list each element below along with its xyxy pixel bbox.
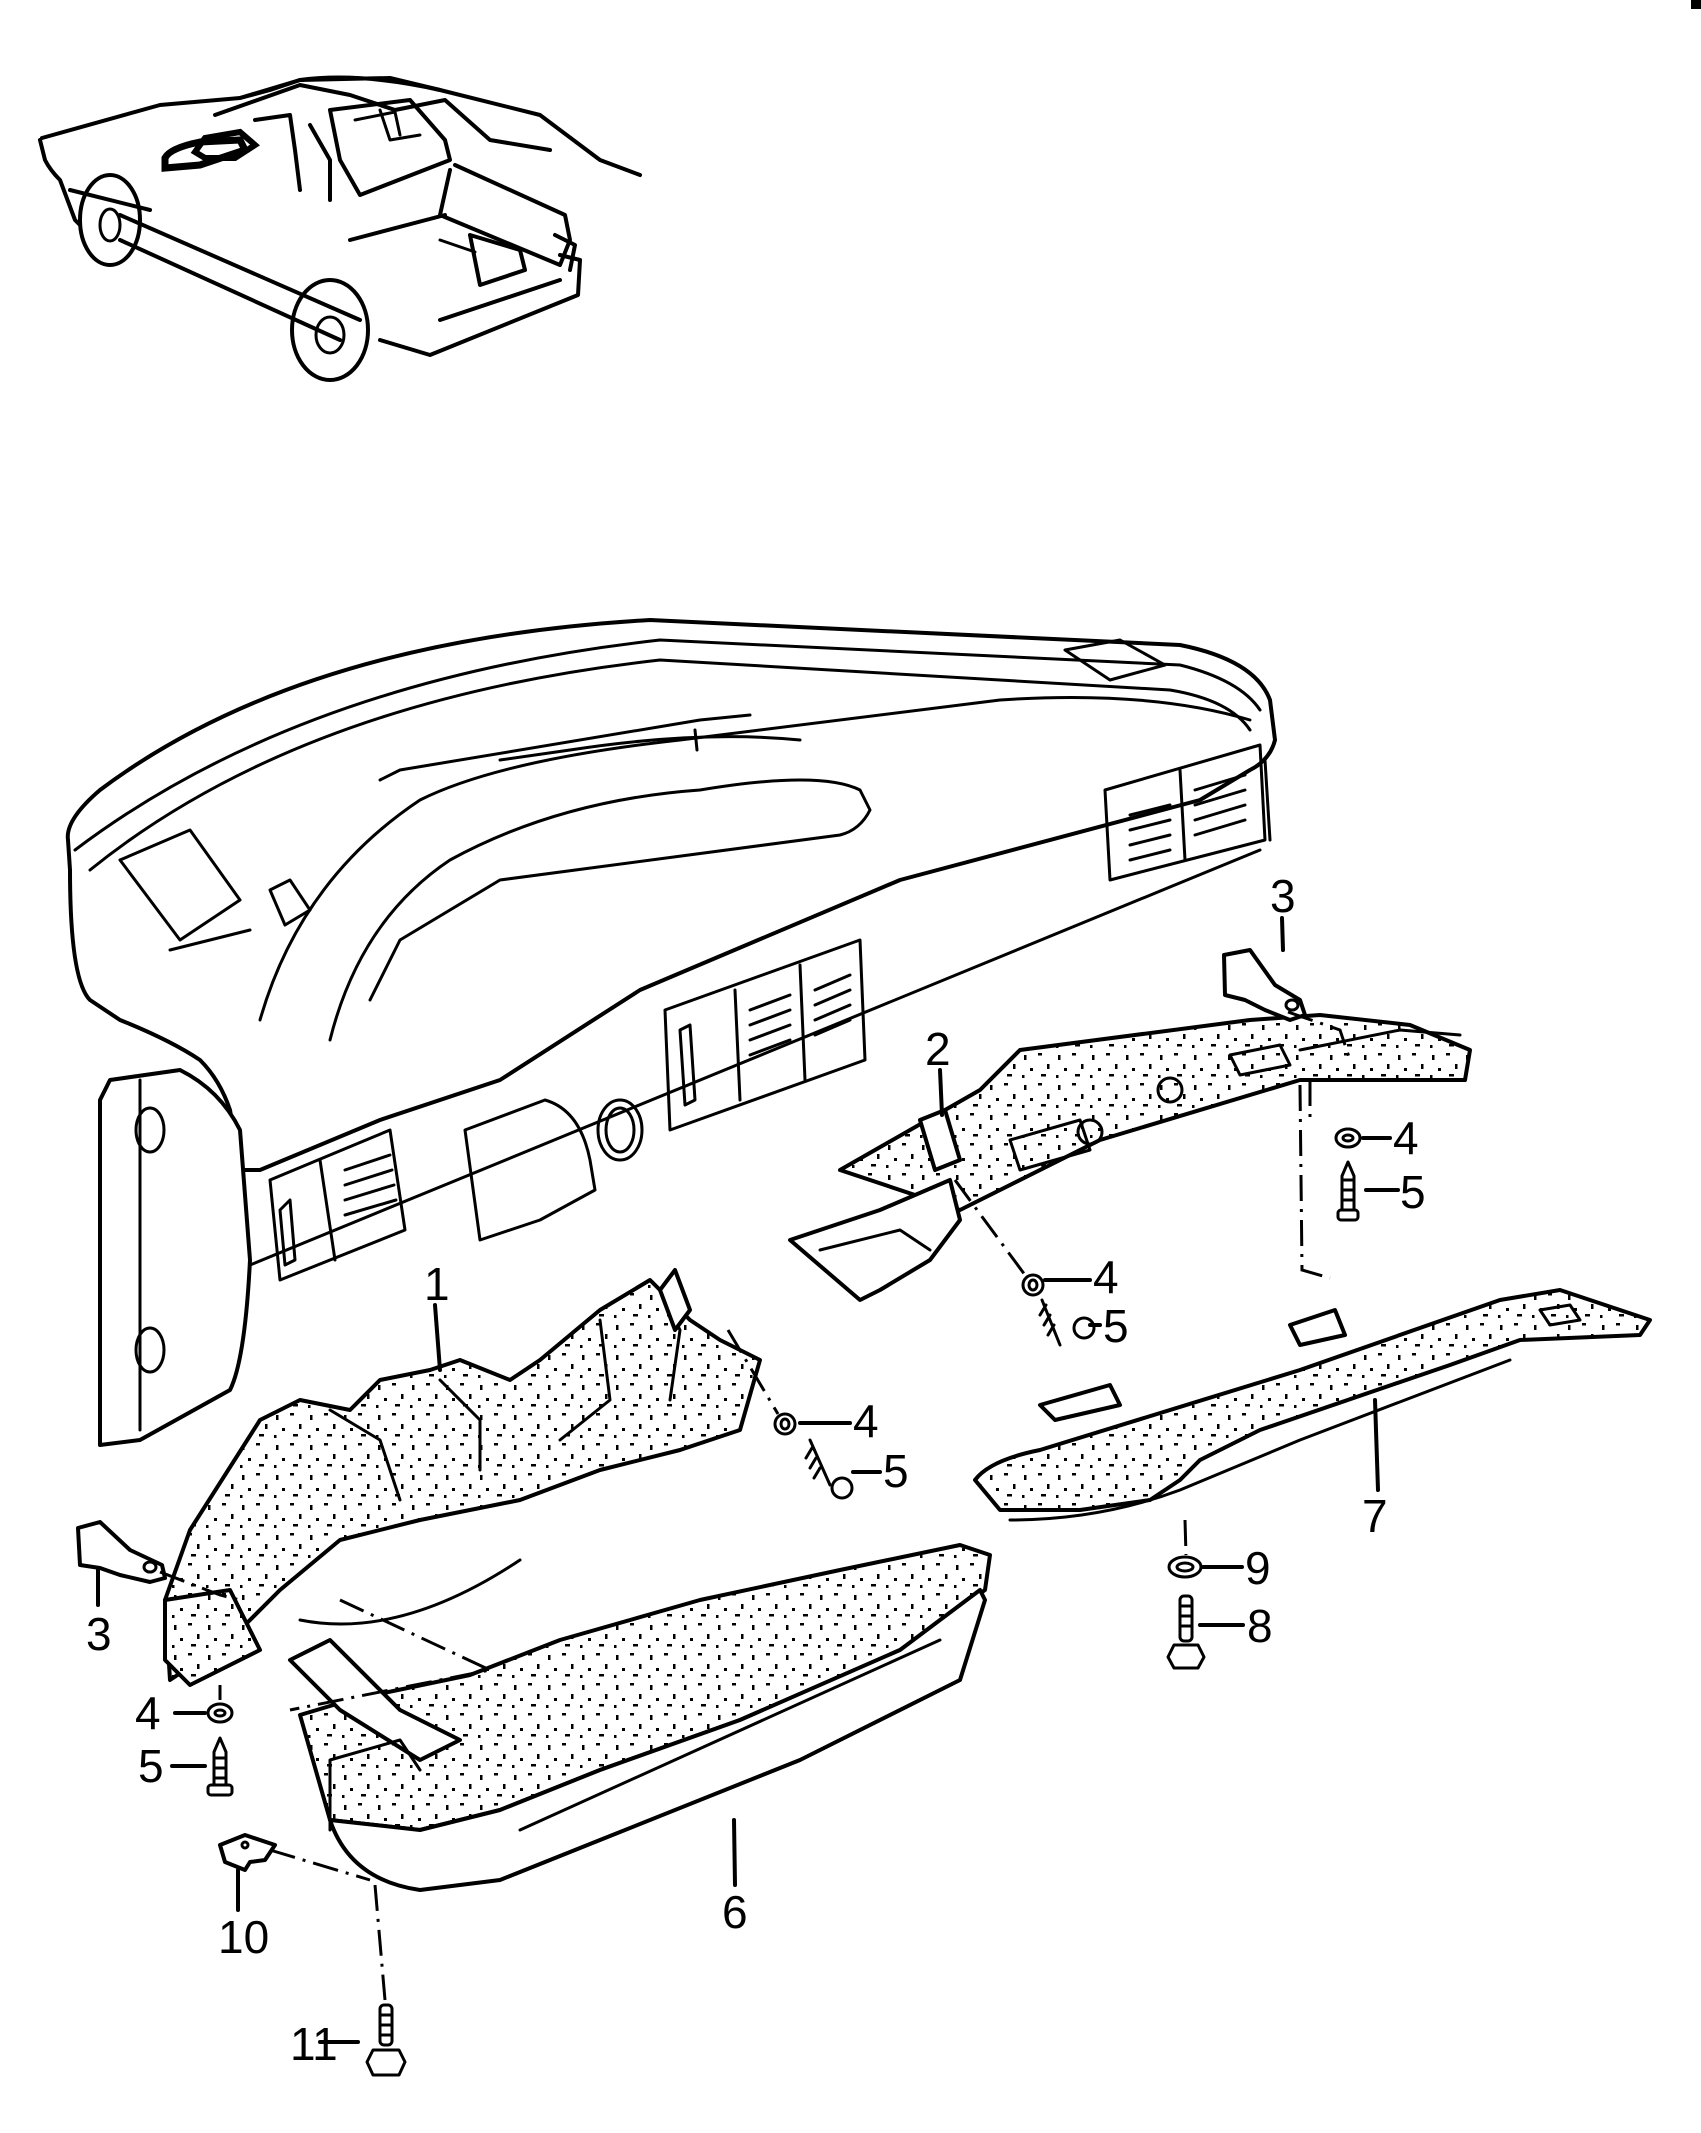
callout-8: 8 — [1247, 1600, 1273, 1652]
callout-9: 9 — [1245, 1542, 1271, 1594]
callout-3-left: 3 — [86, 1608, 112, 1660]
bolt-8 — [1166, 1594, 1206, 1670]
callout-4-right: 4 — [1393, 1112, 1419, 1164]
washer-4-left-upper — [773, 1412, 797, 1436]
callout-4-left-upper: 4 — [853, 1395, 879, 1447]
car-overview-illustration — [38, 75, 642, 382]
callout-4-center: 4 — [1093, 1251, 1119, 1303]
screw-5-right-top — [1336, 1160, 1360, 1222]
callout-5-right: 5 — [1400, 1166, 1426, 1218]
callout-5-left-lower: 5 — [138, 1740, 164, 1792]
callout-4-left-lower: 4 — [135, 1687, 161, 1739]
part-3-bracket-left — [76, 1520, 167, 1584]
leader-lines — [96, 916, 1400, 2044]
part-10-clip — [218, 1833, 277, 1872]
assembly-lines — [159, 1010, 1352, 2001]
callout-1: 1 — [424, 1258, 450, 1310]
washer-4-center — [1021, 1273, 1045, 1297]
callout-10: 10 — [218, 1911, 269, 1963]
dashboard-instrument-panel — [65, 618, 1277, 1447]
callout-5-left-upper: 5 — [883, 1445, 909, 1497]
part-2-right-insulation-panel — [788, 1013, 1472, 1302]
callout-5-center: 5 — [1103, 1300, 1129, 1352]
callout-7: 7 — [1362, 1490, 1388, 1542]
callout-labels: 1 2 3 3 4 4 4 4 5 5 5 5 6 7 8 9 10 11 — [86, 870, 1426, 2070]
screw-5-center — [1038, 1298, 1096, 1347]
bolt-11 — [365, 2003, 407, 2077]
part-3-bracket-right — [1222, 948, 1307, 1022]
washer-4-right-top — [1334, 1127, 1362, 1149]
part-1-left-footwell-trim — [163, 1268, 762, 1687]
callout-2: 2 — [925, 1023, 951, 1075]
washer-9 — [1167, 1555, 1203, 1579]
washer-4-left-lower — [206, 1702, 234, 1724]
part-6-lower-trim-panel — [288, 1543, 992, 1892]
corner-mark — [1691, 0, 1701, 9]
callout-6: 6 — [722, 1886, 748, 1938]
screw-5-left-upper — [804, 1438, 854, 1500]
screw-5-left-lower — [206, 1736, 234, 1797]
part-7-cross-support-strip — [973, 1288, 1652, 1522]
callout-3-right: 3 — [1270, 870, 1296, 922]
callout-11: 11 — [290, 2018, 338, 2070]
